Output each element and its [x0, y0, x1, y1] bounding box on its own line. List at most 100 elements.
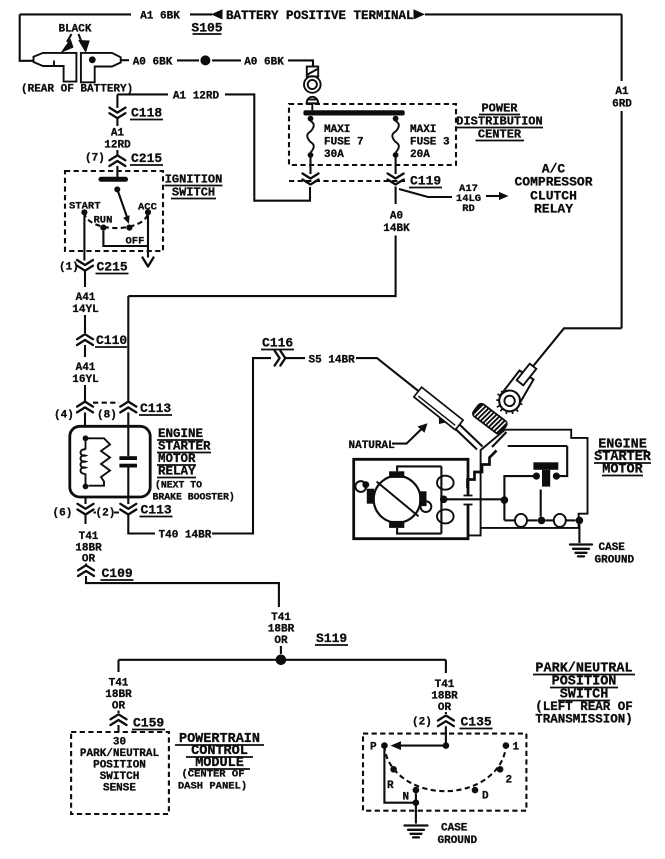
svg-text:C135: C135: [461, 715, 492, 730]
svg-text:16YL: 16YL: [72, 374, 99, 386]
svg-text:OR: OR: [82, 554, 96, 566]
svg-text:C118: C118: [131, 106, 162, 121]
svg-text:OR: OR: [274, 635, 288, 647]
svg-text:12RD: 12RD: [104, 140, 131, 152]
svg-text:30A: 30A: [324, 149, 344, 161]
svg-text:(LEFT REAR OF: (LEFT REAR OF: [535, 700, 633, 714]
svg-text:1: 1: [513, 742, 520, 754]
svg-text:C159: C159: [133, 716, 164, 731]
svg-text:(REAR OF BATTERY): (REAR OF BATTERY): [21, 84, 133, 96]
svg-text:20A: 20A: [410, 149, 430, 161]
svg-text:14YL: 14YL: [72, 304, 99, 316]
svg-text:C110: C110: [96, 333, 127, 348]
svg-text:POWERTRAIN: POWERTRAIN: [179, 732, 260, 747]
svg-text:T41: T41: [435, 679, 455, 691]
svg-text:A41: A41: [76, 292, 96, 304]
svg-text:ACC: ACC: [138, 201, 158, 213]
svg-text:POWER: POWER: [481, 102, 518, 116]
svg-text:18BR: 18BR: [75, 543, 102, 555]
svg-text:SWITCH: SWITCH: [560, 688, 609, 703]
svg-text:COMPRESSOR: COMPRESSOR: [514, 175, 592, 190]
svg-text:T40 14BR: T40 14BR: [159, 530, 212, 542]
svg-text:CASE: CASE: [441, 823, 468, 835]
svg-text:NATURAL: NATURAL: [349, 440, 396, 452]
svg-text:MOTOR: MOTOR: [158, 452, 196, 466]
svg-text:GROUND: GROUND: [438, 835, 478, 847]
svg-text:A/C: A/C: [542, 162, 566, 177]
svg-text:A0: A0: [390, 211, 403, 223]
svg-text:S119: S119: [316, 631, 347, 646]
svg-text:BRAKE BOOSTER): BRAKE BOOSTER): [153, 492, 235, 503]
svg-text:R: R: [387, 780, 394, 792]
svg-text:C215: C215: [131, 151, 162, 166]
svg-text:ENGINE: ENGINE: [598, 438, 647, 453]
svg-text:C109: C109: [102, 566, 133, 581]
svg-text:18BR: 18BR: [431, 691, 458, 703]
svg-text:C113: C113: [141, 503, 172, 518]
svg-text:POSITION: POSITION: [93, 760, 146, 772]
svg-text:C116: C116: [262, 336, 293, 351]
svg-text:ENGINE: ENGINE: [158, 427, 203, 441]
svg-text:RELAY: RELAY: [534, 201, 573, 216]
svg-text:(CENTER OF: (CENTER OF: [181, 769, 244, 781]
svg-text:MODULE: MODULE: [195, 756, 244, 771]
svg-text:(8): (8): [97, 410, 117, 422]
svg-text:(2): (2): [96, 508, 116, 520]
svg-text:6RD: 6RD: [612, 99, 632, 111]
svg-text:MAXI: MAXI: [324, 124, 350, 136]
svg-text:A0 6BK: A0 6BK: [133, 57, 173, 69]
svg-text:A41: A41: [76, 362, 96, 374]
svg-text:T41: T41: [109, 678, 129, 690]
svg-text:RD: RD: [462, 203, 475, 215]
svg-text:A1: A1: [615, 86, 629, 98]
svg-text:START: START: [69, 201, 101, 213]
svg-text:SENSE: SENSE: [103, 783, 136, 795]
svg-text:C119: C119: [410, 174, 441, 189]
svg-text:14BK: 14BK: [383, 223, 410, 235]
svg-text:OR: OR: [112, 701, 126, 713]
svg-text:2: 2: [506, 775, 513, 787]
svg-text:FUSE 7: FUSE 7: [324, 137, 364, 149]
svg-text:BATTERY POSITIVE TERMINAL: BATTERY POSITIVE TERMINAL: [226, 9, 414, 23]
svg-text:14LG: 14LG: [456, 193, 481, 205]
svg-text:A17: A17: [459, 183, 478, 195]
svg-text:(2): (2): [412, 717, 432, 729]
svg-text:(6): (6): [53, 508, 73, 520]
svg-text:(4): (4): [54, 410, 74, 422]
svg-text:CLUTCH: CLUTCH: [530, 188, 577, 203]
svg-text:DASH PANEL): DASH PANEL): [178, 781, 247, 793]
svg-text:OFF: OFF: [126, 236, 145, 248]
svg-text:POSITION: POSITION: [552, 675, 617, 690]
svg-text:(7): (7): [85, 153, 105, 165]
svg-text:A0 6BK: A0 6BK: [244, 57, 284, 69]
svg-text:PARK/NEUTRAL: PARK/NEUTRAL: [80, 748, 160, 760]
svg-text:FUSE 3: FUSE 3: [410, 137, 450, 149]
svg-text:CASE: CASE: [599, 542, 626, 554]
svg-text:D: D: [482, 791, 489, 803]
svg-text:DISTRIBUTION: DISTRIBUTION: [456, 115, 542, 129]
svg-text:T41: T41: [79, 531, 99, 543]
svg-text:IGNITION: IGNITION: [165, 173, 223, 187]
svg-text:30: 30: [113, 737, 126, 749]
svg-text:MOTOR: MOTOR: [602, 463, 643, 478]
svg-text:18BR: 18BR: [268, 624, 295, 636]
svg-text:P: P: [370, 742, 377, 754]
svg-text:MAXI: MAXI: [410, 124, 436, 136]
svg-text:RUN: RUN: [94, 214, 113, 226]
svg-text:CENTER: CENTER: [478, 128, 522, 142]
svg-text:A1 12RD: A1 12RD: [173, 91, 220, 103]
svg-text:A1 6BK: A1 6BK: [140, 11, 180, 23]
svg-text:STARTER: STARTER: [158, 440, 211, 454]
svg-text:BLACK: BLACK: [58, 24, 91, 36]
svg-text:(1): (1): [59, 262, 79, 274]
svg-text:A1: A1: [111, 128, 125, 140]
svg-text:SWITCH: SWITCH: [172, 186, 215, 200]
svg-text:S105: S105: [191, 21, 222, 36]
svg-text:C215: C215: [97, 260, 128, 275]
svg-text:18BR: 18BR: [105, 689, 132, 701]
svg-text:CONTROL: CONTROL: [191, 744, 248, 759]
svg-text:C113: C113: [140, 401, 171, 416]
svg-text:STARTER: STARTER: [594, 450, 652, 465]
svg-text:T41: T41: [271, 612, 291, 624]
svg-text:S5 14BR: S5 14BR: [309, 354, 356, 366]
